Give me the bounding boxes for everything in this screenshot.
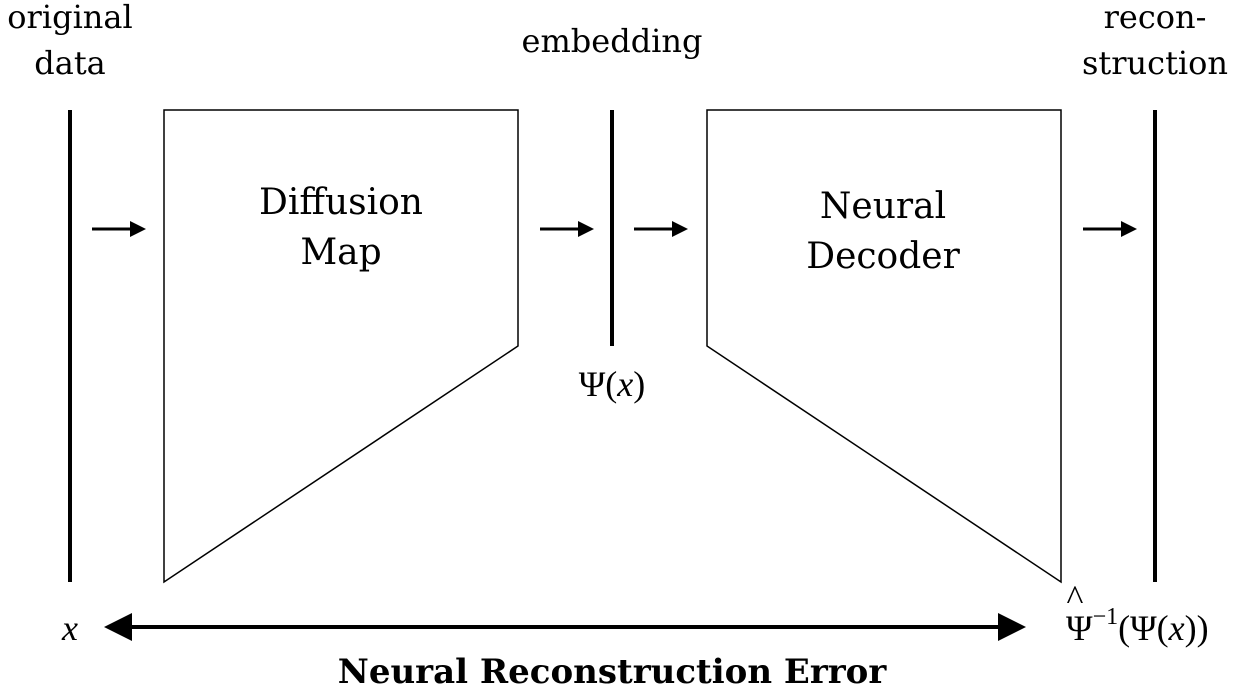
reconstruction-label-line1: recon-: [1104, 0, 1207, 36]
input-math-label: x: [61, 608, 78, 648]
arrow-data-to-diffusion: [92, 221, 146, 237]
reconstruction-error-title: Neural Reconstruction Error: [338, 652, 888, 692]
diffusion-map-label-line2: Map: [300, 232, 381, 273]
arrow-embedding-to-decoder: [634, 221, 688, 237]
arrow-diffusion-to-embedding: [540, 221, 594, 237]
reconstruction-label-line2: struction: [1082, 44, 1228, 82]
neural-decoder-label-line1: Neural: [820, 186, 946, 227]
reconstruction-error-arrow: [104, 613, 1026, 641]
original-data-label-line1: original: [7, 0, 132, 36]
neural-decoder-block: [706, 109, 1062, 584]
original-data-label-line2: data: [34, 44, 106, 82]
embedding-label: embedding: [522, 22, 703, 60]
svg-text:Ψ−1(Ψ(x)): Ψ−1(Ψ(x)): [1066, 604, 1209, 648]
svg-text:^: ^: [1067, 578, 1084, 618]
neural-decoder-label-line2: Decoder: [806, 236, 960, 277]
embedding-math-label: Ψ(x): [579, 364, 646, 404]
diffusion-map-block: [163, 109, 519, 584]
reconstruction-math-label: Ψ−1(Ψ(x)) ^: [1066, 578, 1209, 648]
arrow-decoder-to-reconstruction: [1083, 221, 1137, 237]
diffusion-map-label-line1: Diffusion: [259, 182, 423, 223]
